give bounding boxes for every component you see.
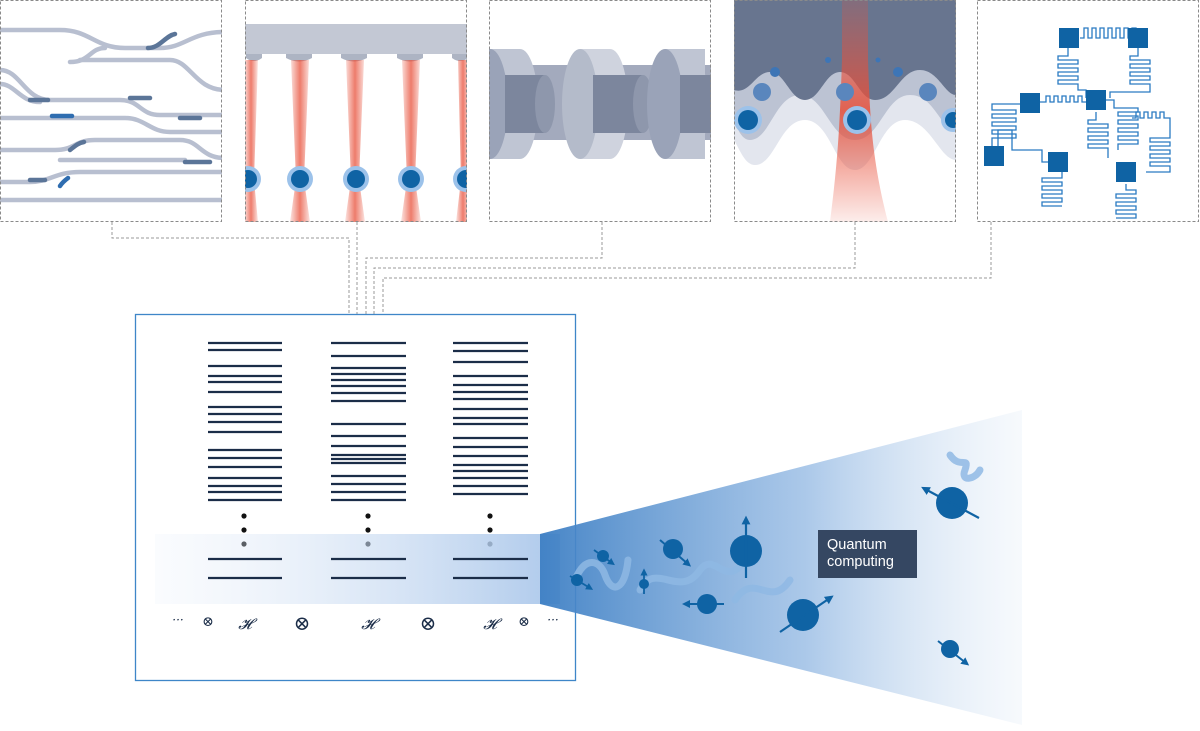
ladder-1 — [208, 341, 282, 502]
wave-streams — [571, 451, 984, 604]
qubit-subspace-band — [155, 534, 560, 604]
label-line-1: Quantum — [827, 537, 887, 553]
qubit-large-3 — [921, 486, 980, 519]
connector-photonic — [111, 222, 350, 314]
label-line-2: computing — [827, 554, 894, 570]
qubit-medium-1 — [659, 539, 692, 567]
quantum-computing-label: Quantum computing — [818, 530, 917, 578]
connector-cavity — [365, 222, 603, 314]
tensor-symbol-1: ⊗ — [202, 614, 214, 630]
optical-tweezer-panel — [245, 24, 467, 222]
right-ellipsis: ··· — [547, 613, 558, 627]
tensor-symbol-3: ⊗ — [420, 611, 437, 635]
tensor-symbol-2: ⊗ — [294, 611, 311, 635]
cavity-panel-frame — [489, 0, 711, 222]
cavity-panel — [489, 49, 711, 159]
ladder-3 — [453, 341, 528, 496]
photonic-panel-frame — [0, 0, 222, 222]
energy-level-ladders — [208, 341, 528, 502]
ion-trap-panel — [734, 0, 956, 222]
connector-ion — [373, 222, 856, 314]
left-ellipsis: ··· — [172, 613, 183, 627]
superconducting-panel-frame — [977, 0, 1199, 222]
tweezer-panel-frame — [245, 0, 467, 222]
qubit-medium-2 — [682, 594, 724, 614]
qubit-small-2 — [569, 574, 594, 590]
qubit-medium-3 — [937, 640, 970, 666]
connector-superconducting — [382, 222, 992, 314]
qubit-large-1 — [730, 515, 762, 578]
superconducting-panel — [984, 27, 1171, 219]
ladder-2 — [331, 341, 406, 502]
qubit-large-2 — [779, 595, 834, 633]
quantum-computing-beam — [540, 410, 1022, 725]
lowest-energy-levels — [208, 557, 528, 580]
tensor-symbol-4: ⊗ — [518, 614, 530, 630]
ion-trap-panel-frame — [734, 0, 956, 222]
connector-lines — [111, 222, 992, 314]
qubit-small-1 — [593, 549, 615, 566]
photonic-waveguide-panel — [0, 27, 222, 203]
qubit-spheres — [569, 486, 980, 666]
qubit-small-3 — [639, 568, 649, 594]
